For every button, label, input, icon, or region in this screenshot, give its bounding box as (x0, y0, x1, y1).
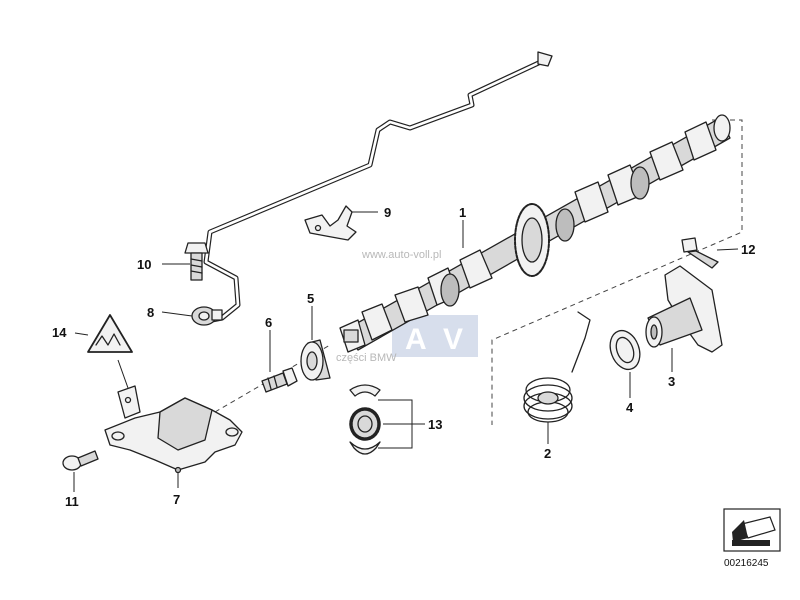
sensor-housing (104, 385, 243, 474)
coil-spring (523, 311, 591, 423)
sleeve-flange (645, 265, 723, 353)
callout-8: 8 (147, 305, 154, 320)
callout-3: 3 (668, 374, 675, 389)
callout-4: 4 (626, 400, 634, 415)
callout-10: 10 (137, 257, 151, 272)
hollow-bolt (184, 242, 209, 281)
pipe-bracket (304, 205, 357, 241)
watermark-logo-v: V (443, 323, 463, 356)
bolt-small (62, 450, 99, 471)
callout-14: 14 (52, 325, 67, 340)
callout-5: 5 (307, 291, 314, 306)
seal-ring (300, 339, 331, 381)
watermark-logo-subtitle: części BMW (336, 352, 397, 364)
callout-2: 2 (544, 446, 551, 461)
watermark-logo-a: A (405, 323, 427, 356)
callout-12: 12 (741, 242, 755, 257)
callout-11: 11 (65, 494, 79, 509)
needle-bearing (349, 407, 381, 441)
catalog-number: 00216245 (724, 558, 769, 569)
bearing-set (349, 384, 425, 455)
screw (261, 367, 298, 393)
camshaft (339, 114, 731, 353)
watermark-logo: A V części BMW (336, 315, 478, 364)
camshaft-journals (440, 166, 650, 307)
washer-ring (609, 329, 641, 371)
camshaft-end (339, 114, 731, 353)
callout-leaders (73, 211, 739, 492)
direction-arrow-icon (723, 508, 781, 552)
screw-small (681, 237, 719, 269)
callout-7: 7 (173, 492, 180, 507)
callout-numbers: 1 2 3 4 5 6 7 8 9 10 11 12 13 14 (52, 205, 755, 509)
callout-13: 13 (428, 417, 442, 432)
watermark-site: www.auto-voll.pl (361, 249, 441, 261)
warning-label (87, 314, 133, 389)
callout-6: 6 (265, 315, 272, 330)
callout-9: 9 (384, 205, 391, 220)
banjo-fitting (191, 306, 223, 326)
camshaft-gear (514, 203, 550, 277)
callout-1: 1 (459, 205, 466, 220)
oil-pipe (203, 51, 553, 323)
